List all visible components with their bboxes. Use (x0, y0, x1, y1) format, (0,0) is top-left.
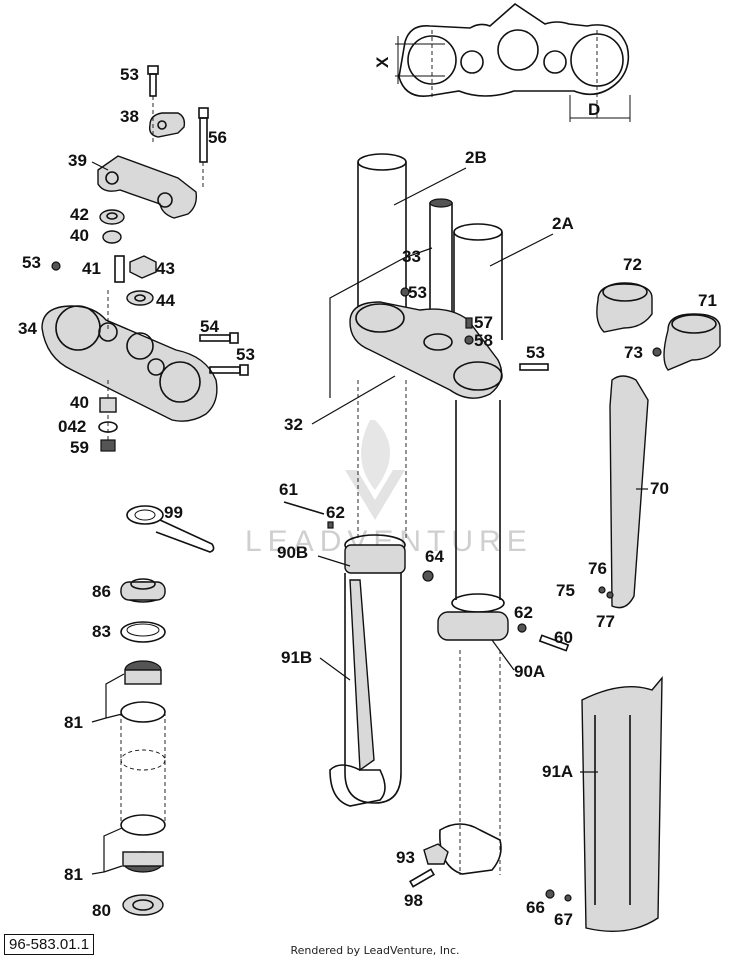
label-56: 56 (208, 128, 227, 147)
fork-tubes (349, 153, 549, 600)
label-99: 99 (164, 503, 183, 522)
label-86: 86 (92, 582, 111, 601)
label-73: 73 (624, 343, 643, 362)
label-57: 57 (474, 313, 493, 332)
label-2a: 2A (552, 214, 574, 233)
dim-x-label: X (373, 56, 392, 68)
label-34: 34 (18, 319, 37, 338)
label-60: 60 (554, 628, 573, 647)
steering-head-bearings (120, 578, 166, 916)
label-42: 42 (70, 205, 89, 224)
label-76: 76 (588, 559, 607, 578)
label-59: 59 (70, 438, 89, 457)
label-90a: 90A (514, 662, 545, 681)
label-80: 80 (92, 901, 111, 920)
label-2b: 2B (465, 148, 487, 167)
label-98: 98 (404, 891, 423, 910)
label-53-upper-clamp: 53 (408, 283, 427, 302)
label-44: 44 (156, 291, 175, 310)
label-40-bottom: 40 (70, 393, 89, 412)
label-90b: 90B (277, 543, 308, 562)
label-61: 61 (279, 480, 298, 499)
label-81-upper: 81 (64, 713, 83, 732)
label-39: 39 (68, 151, 87, 170)
diagram-id: 96-583.01.1 (4, 934, 95, 955)
label-41: 41 (82, 259, 101, 278)
lower-triple-clamp (41, 290, 249, 452)
label-83: 83 (92, 622, 111, 641)
credit-text: Rendered by LeadVenture, Inc. (290, 944, 460, 957)
top-clamp-parts (51, 65, 209, 306)
label-62-left: 62 (326, 503, 345, 522)
label-53-clamp: 53 (236, 345, 255, 364)
dim-d-label: D (588, 100, 600, 119)
label-75: 75 (556, 581, 575, 600)
label-64: 64 (425, 547, 444, 566)
label-53-top: 53 (120, 65, 139, 84)
label-53-right: 53 (526, 343, 545, 362)
label-93: 93 (396, 848, 415, 867)
label-38: 38 (120, 107, 139, 126)
label-62-right: 62 (514, 603, 533, 622)
fork-guards (545, 282, 721, 933)
label-70: 70 (650, 479, 669, 498)
left-fork-leg (283, 501, 434, 807)
label-53-small: 53 (22, 253, 41, 272)
label-71: 71 (698, 291, 717, 310)
label-81-lower: 81 (64, 865, 83, 884)
callouts: 53 38 56 39 42 40 53 41 43 44 34 54 53 4… (18, 65, 717, 929)
label-91a: 91A (542, 762, 573, 781)
label-67: 67 (554, 910, 573, 929)
right-fork-leg (409, 593, 570, 888)
label-66: 66 (526, 898, 545, 917)
label-91b: 91B (281, 648, 312, 667)
label-32: 32 (284, 415, 303, 434)
label-72: 72 (623, 255, 642, 274)
label-43: 43 (156, 259, 175, 278)
label-58: 58 (474, 331, 493, 350)
label-77: 77 (596, 612, 615, 631)
label-33: 33 (402, 247, 421, 266)
wrench-tool (126, 505, 215, 553)
label-042: 042 (58, 417, 86, 436)
label-54: 54 (200, 317, 219, 336)
label-40-top: 40 (70, 226, 89, 245)
clamp-dimension-view: X D (373, 2, 631, 122)
